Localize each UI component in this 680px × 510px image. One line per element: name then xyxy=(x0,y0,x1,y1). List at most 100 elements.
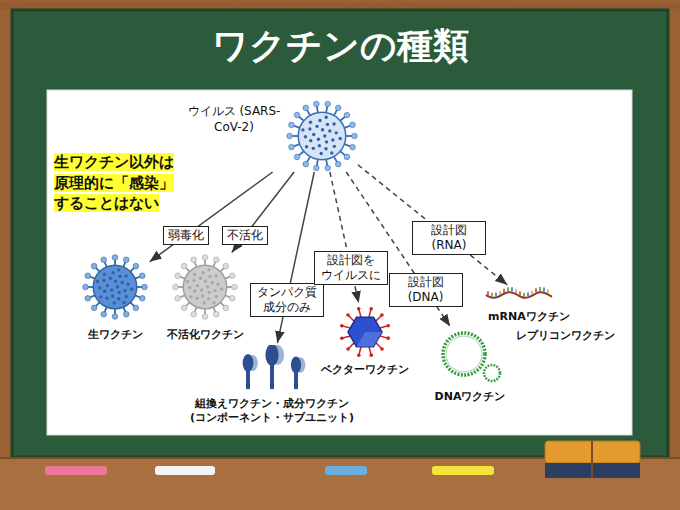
mrna-base xyxy=(503,289,505,293)
particle-dot xyxy=(325,140,328,143)
node-texts: 不活化ワクチン xyxy=(167,328,244,342)
particle-dot xyxy=(213,289,216,292)
chalk-stick xyxy=(45,466,107,475)
node-texts: 組換えワクチン・成分ワクチン (コンポーネント・サブユニット) xyxy=(177,397,367,426)
spike-knob xyxy=(191,311,197,317)
protein-stem xyxy=(270,364,274,389)
edge-label: タンパク質 成分のみ xyxy=(250,283,324,317)
node-label: mRNAワクチン xyxy=(488,310,615,324)
particle-dot xyxy=(206,285,209,288)
spike-knob xyxy=(123,257,129,263)
protein-head xyxy=(243,354,254,372)
mrna-base xyxy=(511,287,513,291)
vector-knob xyxy=(346,313,350,317)
vector-capsid xyxy=(348,317,382,346)
edge-label: 設計図 (RNA) xyxy=(412,221,486,255)
node-label: ウイルス (SARS-CoV-2) xyxy=(186,104,282,135)
spike-knob xyxy=(314,101,320,107)
particle-dot xyxy=(214,274,217,277)
protein-icon xyxy=(232,345,312,391)
spike-knob xyxy=(123,311,129,317)
chalk-stick xyxy=(432,466,494,475)
mrna-base xyxy=(539,287,541,291)
vaccine-node: 生ワクチン xyxy=(82,254,148,342)
inact-icon xyxy=(172,254,238,320)
mrna-base xyxy=(495,293,497,297)
chalk-tray xyxy=(0,458,680,510)
particle-dot xyxy=(117,268,120,271)
protein-stem xyxy=(246,370,250,389)
particle-dot xyxy=(192,279,195,282)
particle-dot xyxy=(319,152,322,155)
particle-dot xyxy=(318,144,321,147)
node-label: 生ワクチン xyxy=(88,328,143,342)
edge-label: 弱毒化 xyxy=(163,226,209,245)
spike-knob xyxy=(294,154,300,160)
spike-knob xyxy=(139,273,145,279)
particle-dot xyxy=(309,121,312,124)
vector-knob xyxy=(340,336,344,340)
particle-dot xyxy=(305,145,308,148)
particle-dot xyxy=(216,282,219,285)
particle-dot xyxy=(193,273,196,276)
particle-dot xyxy=(201,294,204,297)
particle-dot xyxy=(103,290,106,293)
node-label: DNAワクチン xyxy=(435,390,506,404)
particle-dot xyxy=(193,290,196,293)
vector-knob xyxy=(369,353,373,357)
spike-knob xyxy=(139,295,145,301)
spike-knob xyxy=(350,144,356,150)
mrna-base xyxy=(487,291,489,295)
particle-dot xyxy=(118,275,121,278)
particle-dot xyxy=(199,276,202,279)
mrna-icon xyxy=(484,286,556,304)
eraser-divider xyxy=(591,441,593,478)
spike-knob xyxy=(335,105,341,111)
mrna-base xyxy=(547,290,549,294)
particle-dot xyxy=(317,138,320,141)
dna-icon xyxy=(438,328,502,384)
spike-knob xyxy=(223,263,229,269)
highlight-text: 生ワクチン以外は 原理的に「感染」 することはない xyxy=(54,153,174,212)
spike-knob xyxy=(202,255,208,261)
particle-dot xyxy=(117,291,120,294)
particle-dot xyxy=(339,137,342,140)
chalk-stick xyxy=(325,466,367,475)
particle-dot xyxy=(328,129,331,132)
node-texts: mRNAワクチンレプリコンワクチン xyxy=(484,310,615,344)
particle-dot xyxy=(113,301,116,304)
spike-knob xyxy=(112,314,118,320)
mrna-base xyxy=(515,289,517,293)
spike-knob xyxy=(181,263,187,269)
particle-dot xyxy=(99,295,102,298)
node-texts: ベクターワクチン xyxy=(321,363,409,377)
particle-dot xyxy=(220,288,223,291)
spike-knob xyxy=(101,311,107,317)
protein-head xyxy=(265,345,278,366)
particle-dot xyxy=(301,128,304,131)
spike-knob xyxy=(213,257,219,263)
spike-knob xyxy=(287,133,293,139)
particle-dot xyxy=(114,280,117,283)
particle-dot xyxy=(210,281,213,284)
particle-dot xyxy=(335,131,338,134)
particle-dot xyxy=(308,127,311,130)
chalkboard-surface xyxy=(12,10,668,457)
particle-dot xyxy=(200,288,203,291)
node-label: 不活化ワクチン xyxy=(167,328,244,342)
particle-dot xyxy=(207,297,210,300)
particle-dot xyxy=(106,284,109,287)
mrna-base xyxy=(523,293,525,297)
vaccine-node: mRNAワクチンレプリコンワクチン xyxy=(484,286,615,344)
particle-body xyxy=(183,265,227,309)
node-label: レプリコンワクチン xyxy=(516,329,615,343)
particle-dot xyxy=(325,116,328,119)
spike-knob xyxy=(175,273,181,279)
spike-knob xyxy=(352,133,358,139)
particle-dot xyxy=(203,301,206,304)
particle-dot xyxy=(126,282,129,285)
spike-knob xyxy=(289,122,295,128)
spike-knob xyxy=(101,257,107,263)
spike-knob xyxy=(202,314,208,320)
chalk-stick xyxy=(155,466,215,475)
